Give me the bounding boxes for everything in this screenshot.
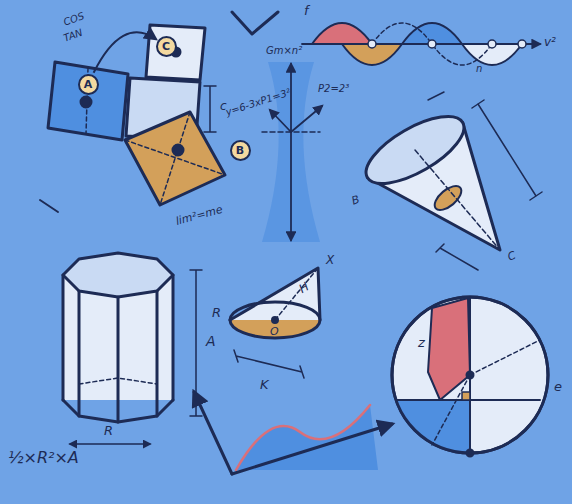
formula-label: A bbox=[206, 334, 216, 348]
circle-figure-part bbox=[392, 297, 548, 453]
cone-figure bbox=[356, 92, 542, 270]
hyperbola-figure-part bbox=[290, 64, 292, 240]
v-fragment bbox=[232, 12, 278, 34]
formula-label: lim²=me bbox=[175, 204, 224, 227]
prism-figure bbox=[63, 253, 202, 444]
formula-label: f bbox=[304, 4, 309, 17]
wave-graph-part bbox=[312, 23, 372, 44]
circle-figure-part bbox=[432, 375, 470, 445]
wave-graph-part-part bbox=[428, 40, 436, 48]
circle-figure-part bbox=[462, 392, 470, 400]
small-cone-figure-part bbox=[230, 302, 320, 338]
wave-graph-part bbox=[302, 43, 540, 45]
formula-label: Gm×n² bbox=[266, 46, 302, 56]
hyperbola-figure-part bbox=[291, 106, 322, 132]
point-letter: B bbox=[236, 145, 244, 156]
point-circle: A bbox=[78, 74, 99, 95]
hyperbola-figure-part bbox=[270, 110, 291, 132]
cone-figure-part bbox=[428, 92, 444, 100]
wave-graph-part-part bbox=[368, 40, 376, 48]
formula-label: v² bbox=[544, 36, 556, 48]
small-cone-figure-part bbox=[230, 268, 320, 320]
prism-figure-part bbox=[70, 443, 150, 445]
hyperbola-figure bbox=[262, 62, 322, 242]
point-circle: B bbox=[230, 140, 251, 161]
formula-label: X bbox=[326, 254, 334, 266]
pythagoras-squares bbox=[40, 25, 225, 212]
circle-figure-part bbox=[470, 340, 540, 375]
formula-label: P2=2³ bbox=[318, 84, 349, 94]
wave-graph bbox=[302, 23, 540, 65]
pythagoras-squares-part bbox=[204, 86, 216, 132]
pythagoras-squares-part bbox=[40, 200, 58, 212]
hyperbola-figure-part bbox=[262, 62, 320, 242]
formula-label: K bbox=[260, 378, 269, 391]
function-graph bbox=[194, 392, 392, 474]
circle-figure-part bbox=[467, 450, 473, 456]
point-letter: C bbox=[162, 41, 170, 52]
v-fragment-part bbox=[232, 12, 278, 34]
circle-figure-part bbox=[396, 297, 540, 453]
cone-figure-part bbox=[415, 150, 500, 250]
formula-label: COS bbox=[62, 11, 85, 28]
small-cone-figure-part bbox=[234, 350, 304, 378]
formula-label: R bbox=[212, 306, 221, 319]
formula-label: e bbox=[554, 380, 562, 393]
cone-figure-part bbox=[431, 182, 466, 215]
cone-figure-part bbox=[436, 244, 478, 270]
svg-part bbox=[40, 12, 548, 474]
wave-graph-part-part bbox=[518, 40, 526, 48]
wave-graph-part bbox=[368, 40, 526, 48]
point-letter: A bbox=[84, 79, 93, 90]
small-cone-figure-part bbox=[275, 268, 318, 320]
small-cone-figure bbox=[230, 268, 320, 378]
prism-figure-part bbox=[63, 275, 173, 422]
formula-label: z bbox=[418, 336, 425, 349]
pythagoras-squares-part bbox=[81, 97, 91, 107]
circle-figure-part bbox=[392, 297, 548, 453]
formula-label: R bbox=[104, 424, 113, 437]
small-cone-figure-part bbox=[230, 268, 320, 320]
formula-label: B bbox=[350, 194, 361, 207]
cone-figure-part bbox=[472, 100, 542, 200]
circle-figure bbox=[392, 297, 548, 456]
formula-label: n bbox=[476, 64, 482, 74]
circle-figure-part bbox=[428, 298, 470, 400]
formula-label: ½×R²×A bbox=[8, 450, 79, 466]
pythagoras-squares-part bbox=[48, 62, 128, 140]
curved-arrow bbox=[94, 32, 156, 72]
formula-label: O bbox=[270, 326, 279, 337]
pythagoras-squares-part bbox=[146, 25, 205, 80]
pythagoras-squares-part bbox=[173, 145, 183, 155]
prism-figure-part bbox=[79, 378, 157, 384]
function-graph-part bbox=[232, 424, 392, 474]
wave-graph-part-part bbox=[488, 40, 496, 48]
function-graph-part bbox=[194, 392, 232, 474]
function-graph-part bbox=[236, 405, 378, 470]
circle-figure-part bbox=[467, 372, 473, 378]
small-cone-figure-part bbox=[273, 318, 278, 323]
prism-figure-part bbox=[63, 400, 173, 422]
formula-label: TAN bbox=[62, 28, 84, 44]
point-circle: C bbox=[156, 36, 177, 57]
formula-label: C bbox=[506, 250, 517, 263]
